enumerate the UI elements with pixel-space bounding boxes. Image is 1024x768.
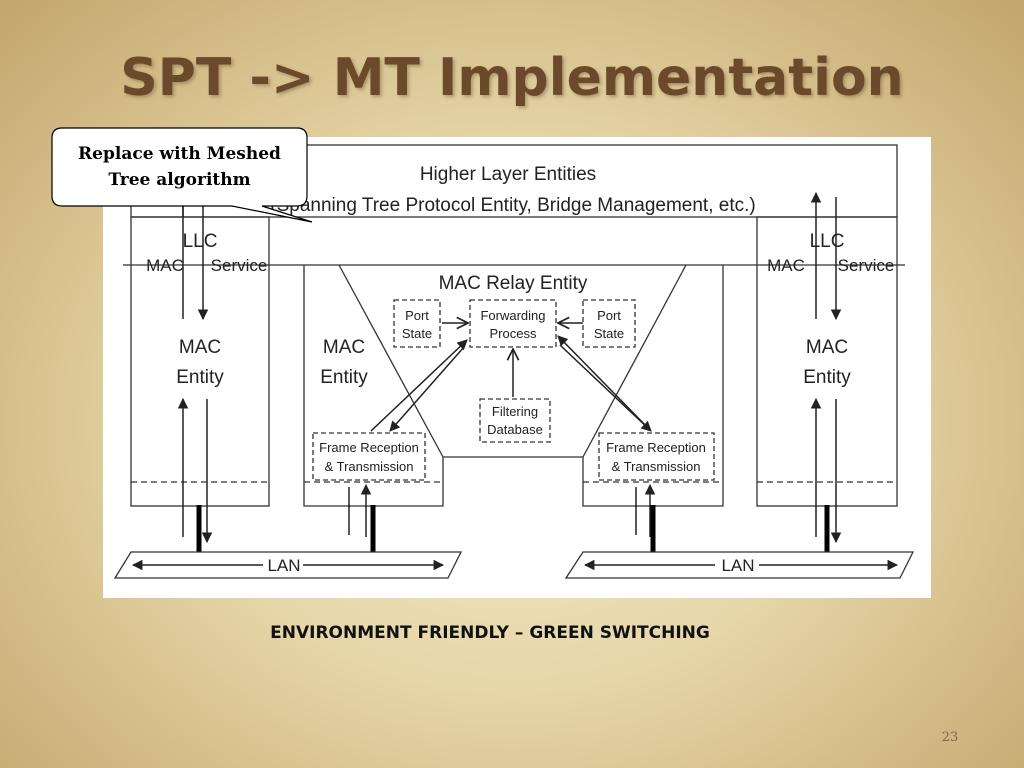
bridge-mac-entity-1: MAC xyxy=(323,337,365,358)
lan-right-label: LAN xyxy=(721,556,754,575)
port-state-left-box xyxy=(393,299,441,348)
left-service-label: Service xyxy=(211,256,268,275)
frame-rx-right-2: & Transmission xyxy=(612,459,701,474)
filtering-1: Filtering xyxy=(492,404,538,419)
frame-rx-left-box xyxy=(312,432,426,481)
filtering-2: Database xyxy=(487,422,543,437)
right-service-label: Service xyxy=(838,256,895,275)
lan-left-label: LAN xyxy=(267,556,300,575)
bridge-outline xyxy=(303,265,724,507)
slide-subtitle: ENVIRONMENT FRIENDLY – GREEN SWITCHING xyxy=(270,623,710,643)
right-mac-entity-1: MAC xyxy=(806,337,848,358)
port-state-right-2: State xyxy=(594,326,624,341)
port-state-right-1: Port xyxy=(597,308,621,323)
higher-layer-title: Higher Layer Entities xyxy=(420,164,596,185)
forwarding-1: Forwarding xyxy=(480,308,545,323)
relay-left-edge xyxy=(338,264,444,458)
diagram-canvas: Higher Layer Entities (Spanning Tree Pro… xyxy=(113,144,915,579)
lan-left xyxy=(113,551,463,579)
right-mac-entity-2: Entity xyxy=(803,367,851,388)
filtering-database-box xyxy=(479,398,551,443)
frame-rx-left-2: & Transmission xyxy=(325,459,414,474)
left-mac-entity-1: MAC xyxy=(179,337,221,358)
bridge-architecture-diagram: Higher Layer Entities (Spanning Tree Pro… xyxy=(103,137,931,598)
right-llc-label: LLC xyxy=(810,231,845,252)
higher-layer-detail: (Spanning Tree Protocol Entity, Bridge M… xyxy=(270,195,755,216)
mac-relay-label: MAC Relay Entity xyxy=(439,273,588,294)
relay-right-edge xyxy=(582,264,687,458)
left-llc-label: LLC xyxy=(183,231,218,252)
frame-rx-right-1: Frame Reception xyxy=(606,440,706,455)
frame-rx-left-1: Frame Reception xyxy=(319,440,419,455)
bridge-mac-entity-2: Entity xyxy=(320,367,368,388)
slide-title: SPT -> MT Implementation xyxy=(120,48,904,108)
port-state-right-box xyxy=(582,299,636,348)
port-state-left-2: State xyxy=(402,326,432,341)
port-state-left-1: Port xyxy=(405,308,429,323)
frame-rx-right-box xyxy=(598,432,715,481)
lan-right xyxy=(564,551,915,579)
forwarding-process-box xyxy=(469,299,557,348)
forwarding-2: Process xyxy=(490,326,537,341)
left-mac-label: MAC xyxy=(146,256,184,275)
left-mac-entity-2: Entity xyxy=(176,367,224,388)
page-number: 23 xyxy=(941,730,959,745)
right-mac-label: MAC xyxy=(767,256,805,275)
